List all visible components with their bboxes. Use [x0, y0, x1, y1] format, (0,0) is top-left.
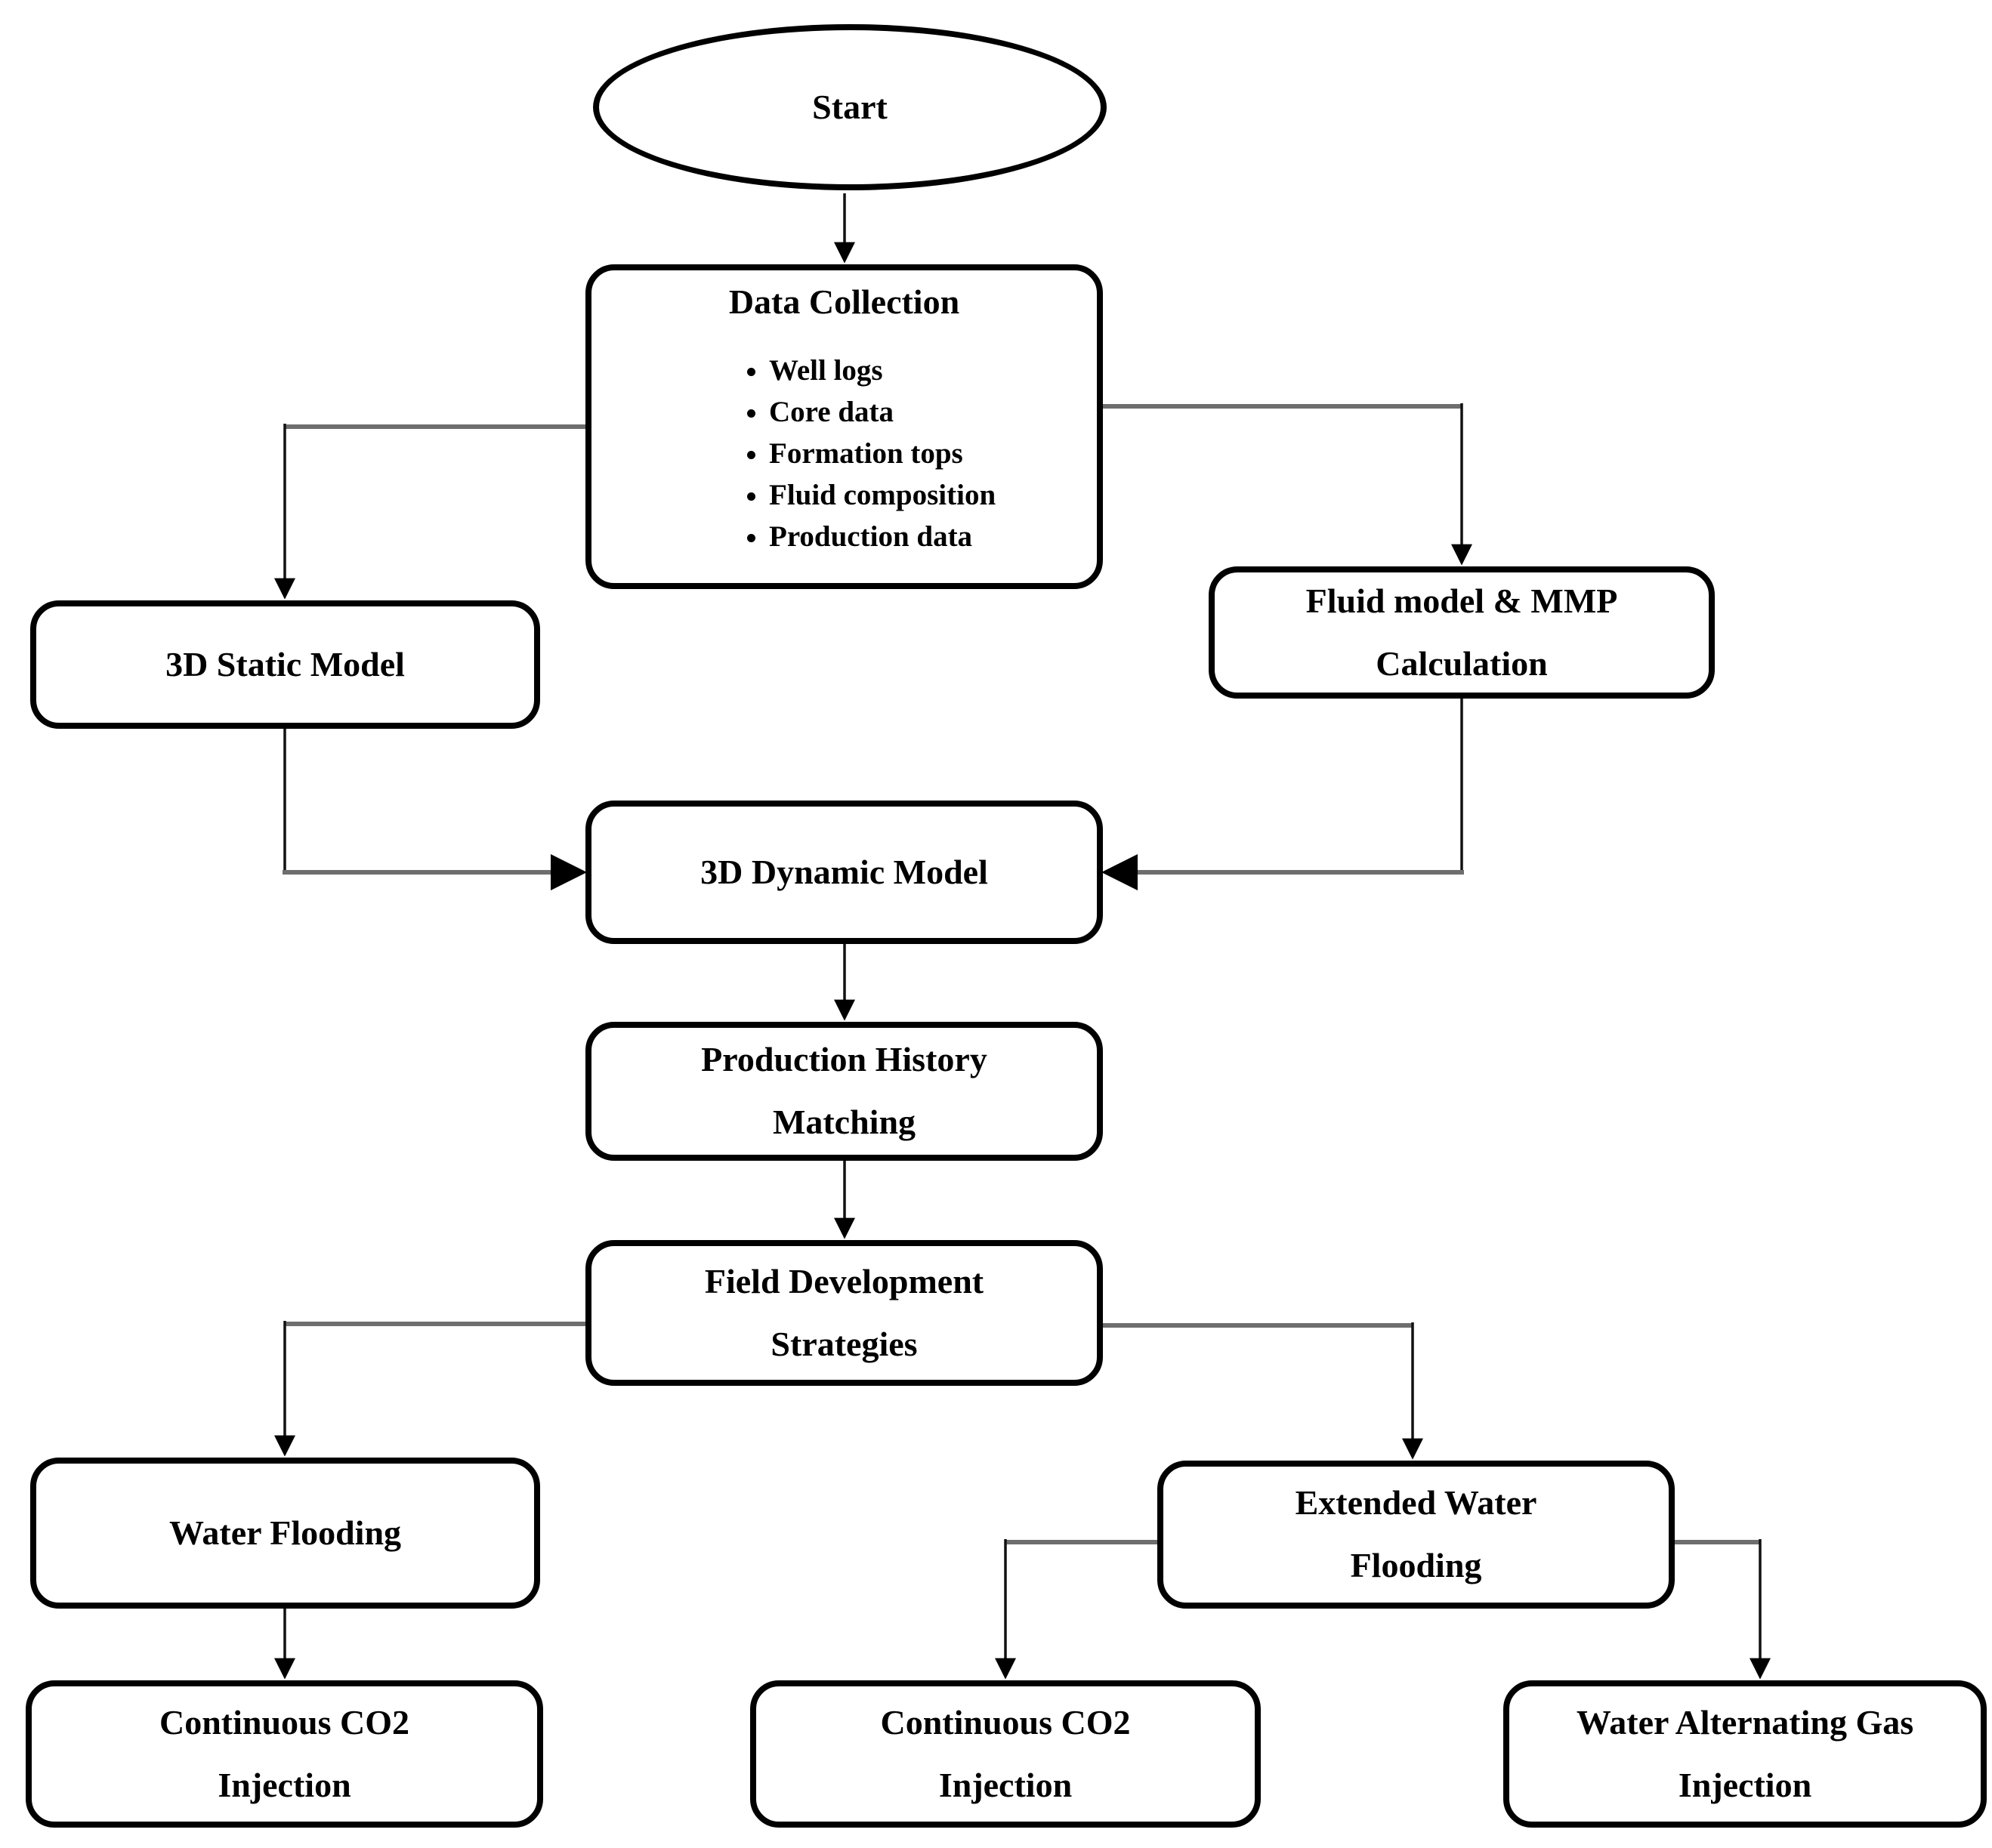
node-start-label: Start [812, 87, 888, 126]
node-field-development-strategies: Field Development Strategies [585, 1240, 1103, 1386]
node-extended-water-flooding: Extended Water Flooding [1157, 1461, 1675, 1609]
node-water-alternating-gas-injection: Water Alternating Gas Injection [1503, 1680, 1987, 1828]
node-water-alternating-gas-injection-label: Water Alternating Gas Injection [1576, 1702, 1914, 1804]
node-water-flooding: Water Flooding [30, 1458, 540, 1609]
node-continuous-co2-injection-left: Continuous CO2 Injection [26, 1680, 543, 1828]
node-3d-dynamic-model-label: 3D Dynamic Model [700, 852, 988, 891]
node-3d-dynamic-model: 3D Dynamic Model [585, 801, 1103, 944]
list-item: Core data [769, 391, 1097, 433]
list-item: Fluid composition [769, 474, 1097, 516]
node-continuous-co2-injection-mid-label: Continuous CO2 Injection [880, 1702, 1131, 1804]
node-water-flooding-label: Water Flooding [168, 1513, 402, 1552]
node-data-collection-title: Data Collection [728, 282, 960, 321]
node-fluid-model-mmp: Fluid model & MMP Calculation [1209, 566, 1715, 699]
node-fluid-model-mmp-label: Fluid model & MMP Calculation [1305, 581, 1618, 683]
node-3d-static-model: 3D Static Model [30, 600, 540, 729]
node-extended-water-flooding-label: Extended Water Flooding [1295, 1483, 1537, 1584]
node-production-history-matching: Production History Matching [585, 1022, 1103, 1161]
node-data-collection: Data Collection Well logs Core data Form… [585, 264, 1103, 589]
node-production-history-matching-label: Production History Matching [701, 1040, 987, 1141]
list-item: Well logs [769, 350, 1097, 391]
node-3d-static-model-label: 3D Static Model [165, 644, 405, 683]
node-continuous-co2-injection-left-label: Continuous CO2 Injection [159, 1702, 410, 1804]
list-item: Production data [769, 516, 1097, 557]
data-collection-list: Well logs Core data Formation tops Fluid… [591, 350, 1097, 557]
node-field-development-strategies-label: Field Development Strategies [704, 1261, 984, 1363]
list-item: Formation tops [769, 433, 1097, 474]
node-start: Start [593, 24, 1107, 190]
node-continuous-co2-injection-mid: Continuous CO2 Injection [750, 1680, 1261, 1828]
